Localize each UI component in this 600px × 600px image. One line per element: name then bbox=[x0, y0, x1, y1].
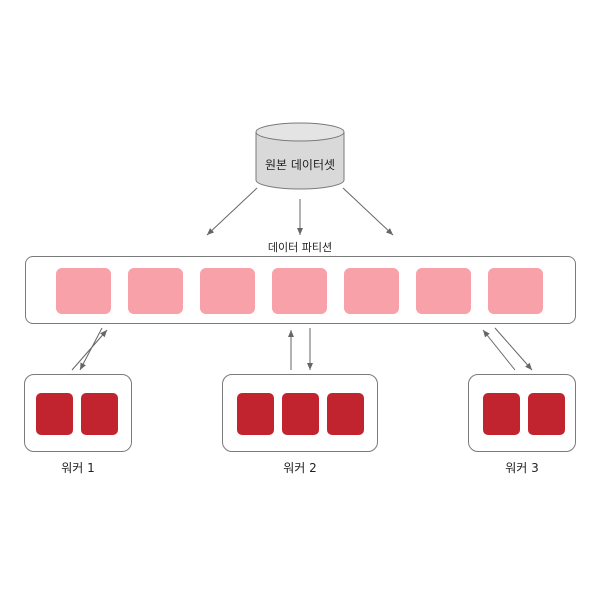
worker1-arrow-up bbox=[71, 329, 108, 371]
worker-task-block bbox=[81, 393, 118, 435]
worker3-arrow-down bbox=[494, 327, 533, 371]
partition-block bbox=[344, 268, 399, 314]
dataset-arrow-left bbox=[206, 187, 258, 236]
partition-block bbox=[416, 268, 471, 314]
worker-label-2: 워커 2 bbox=[283, 461, 317, 475]
partition-block bbox=[488, 268, 543, 314]
partition-block bbox=[272, 268, 327, 314]
dataset-arrow-right bbox=[342, 187, 394, 236]
worker-label-1: 워커 1 bbox=[61, 461, 95, 475]
worker-task-block bbox=[36, 393, 73, 435]
worker-task-block bbox=[483, 393, 520, 435]
worker1-arrow-down bbox=[79, 327, 103, 371]
worker-task-block bbox=[528, 393, 565, 435]
source-dataset: 원본 데이터셋 bbox=[255, 122, 345, 192]
database-icon bbox=[255, 122, 345, 190]
worker-label-3: 워커 3 bbox=[505, 461, 539, 475]
worker-task-block bbox=[282, 393, 319, 435]
dataset-label: 원본 데이터셋 bbox=[264, 158, 336, 172]
partitions-title: 데이터 파티션 bbox=[267, 241, 333, 254]
worker3-arrow-up bbox=[482, 329, 516, 371]
worker-task-block bbox=[327, 393, 364, 435]
partition-block bbox=[128, 268, 183, 314]
worker-task-block bbox=[237, 393, 274, 435]
partition-block bbox=[56, 268, 111, 314]
partition-block bbox=[200, 268, 255, 314]
